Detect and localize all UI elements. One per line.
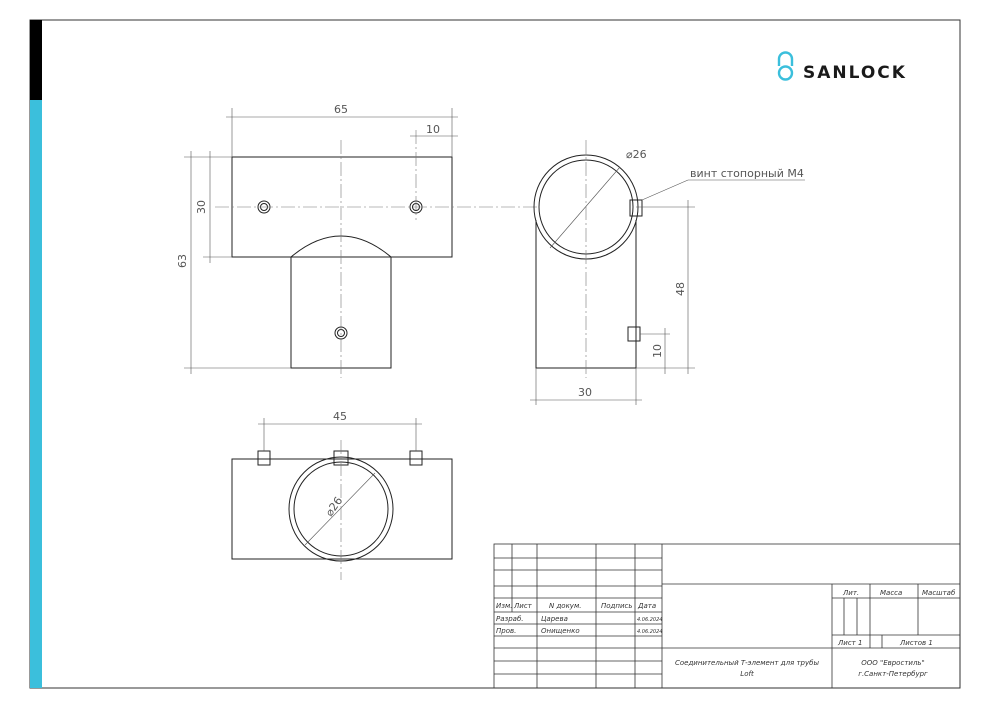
dim-diameter-side: ⌀26 — [626, 148, 647, 161]
dim-height-63: 63 — [176, 254, 189, 268]
front-view — [231, 156, 453, 369]
dim-diameter-top: ⌀26 — [323, 494, 345, 518]
hdr-doc: N докум. — [549, 602, 581, 610]
brand-name: SANLOCK — [803, 63, 907, 83]
side-view — [533, 154, 643, 369]
sheets-label: Листов 1 — [899, 639, 933, 647]
title-block — [493, 543, 961, 689]
product-name: Соединительный Т-элемент для трубы — [675, 659, 819, 667]
dim-height-48: 48 — [674, 282, 687, 296]
lit-label: Лит. — [842, 589, 859, 597]
hdr-date: Дата — [637, 602, 656, 610]
dim-offset-side-10: 10 — [651, 344, 664, 358]
row-date: 4.06.2024 — [637, 629, 662, 635]
mass-label: Масса — [880, 589, 902, 597]
front-centerlines — [215, 130, 540, 378]
hdr-sign: Подпись — [601, 602, 633, 610]
row-name: Царева — [541, 615, 568, 623]
lock-icon — [777, 51, 794, 81]
row-date: 4.06.2024 — [637, 617, 662, 623]
row-name: Онищенко — [541, 627, 580, 635]
top-dimension-lines — [258, 418, 422, 546]
side-dimension-lines — [530, 166, 805, 405]
hdr-list: Лист — [513, 602, 533, 610]
dim-hole-spacing-45: 45 — [333, 410, 347, 423]
product-series: Loft — [740, 670, 754, 678]
screw-note: винт стопорный М4 — [690, 167, 804, 180]
front-dimension-lines — [184, 108, 458, 374]
dim-height-30: 30 — [195, 200, 208, 214]
dim-width-30: 30 — [578, 386, 592, 399]
scale-label: Масштаб — [922, 589, 956, 597]
strip-accent — [30, 100, 42, 688]
row-role: Разраб. — [496, 615, 524, 623]
dim-offset-10: 10 — [426, 123, 440, 136]
sheet-border — [29, 19, 961, 689]
strip-dark — [30, 20, 42, 100]
row-role: Пров. — [496, 627, 516, 635]
dim-width-65: 65 — [334, 103, 348, 116]
hdr-izm: Изм. — [496, 602, 512, 610]
sheet-label: Лист 1 — [837, 639, 862, 647]
company-name: ООО "Евростиль" — [861, 659, 925, 667]
company-city: г.Санкт-Петербург — [858, 670, 928, 678]
